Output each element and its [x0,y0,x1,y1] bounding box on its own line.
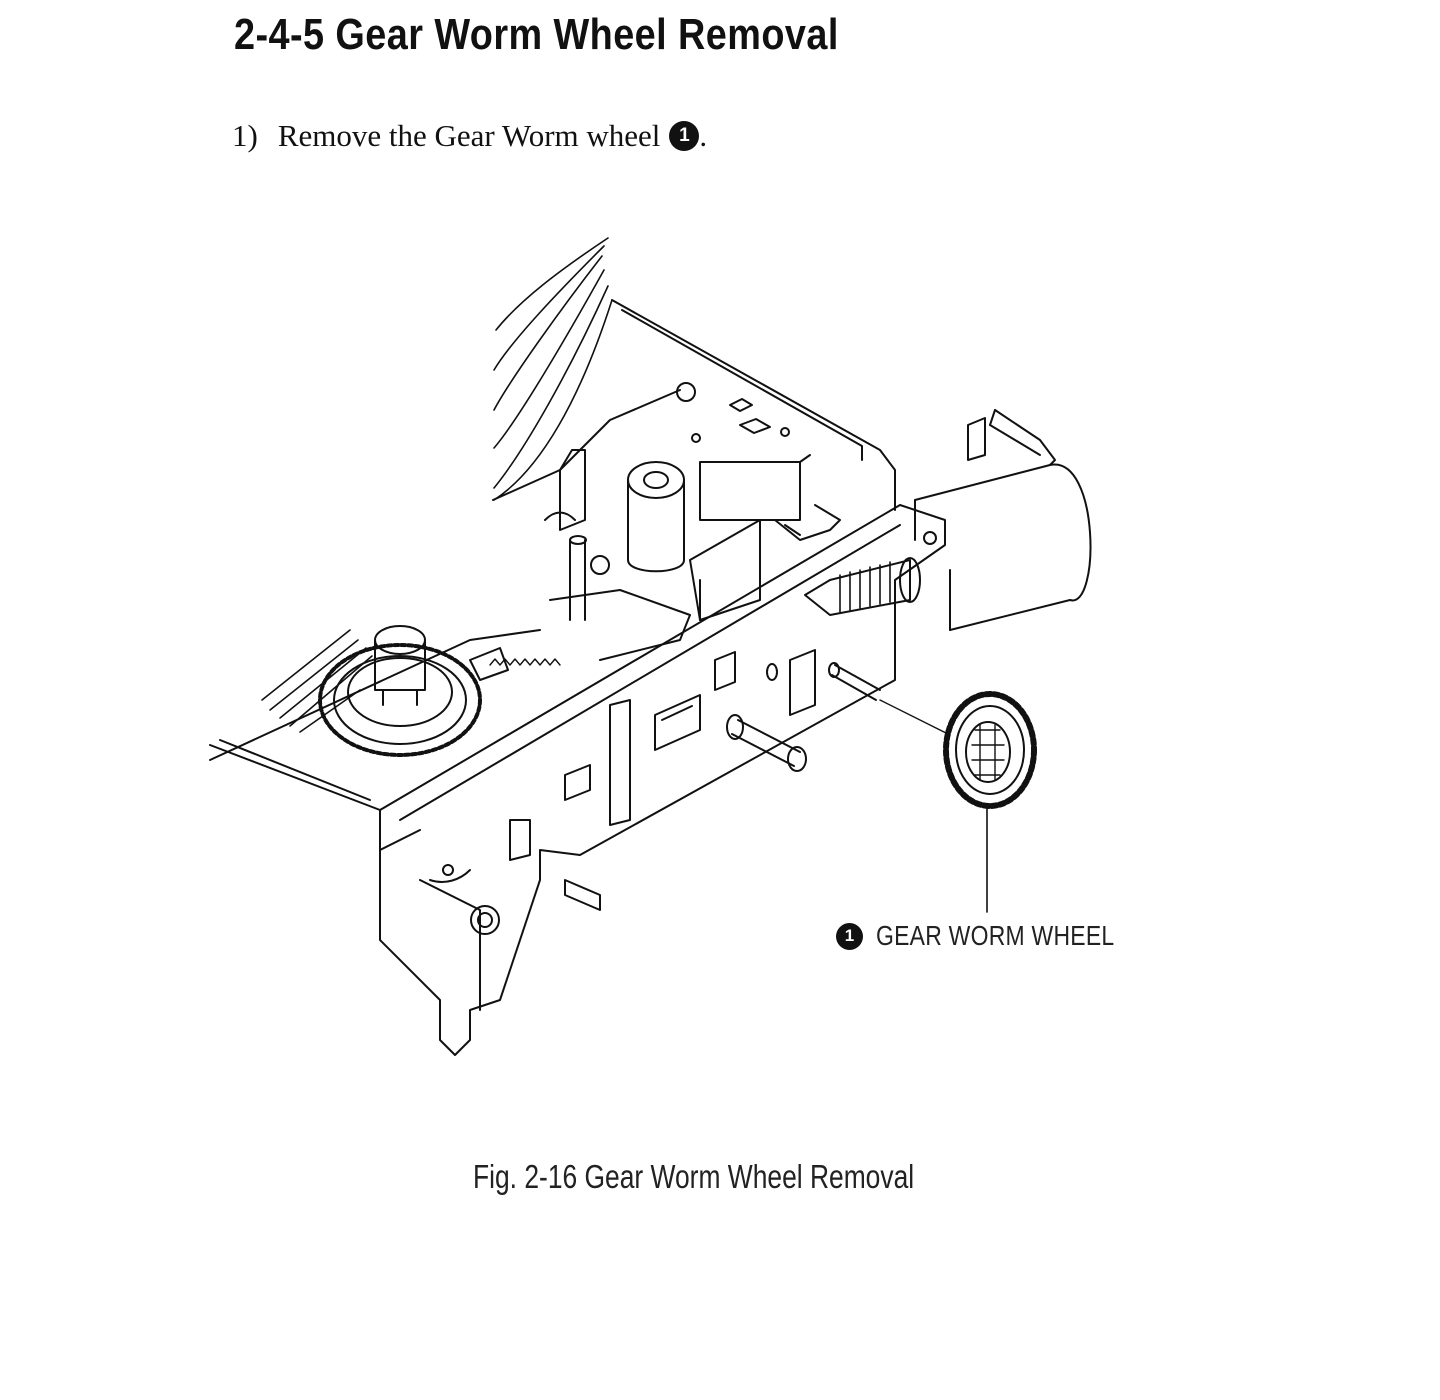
section-title: 2-4-5 Gear Worm Wheel Removal [234,10,839,59]
capstan [627,461,685,573]
shafts [726,662,881,772]
reel-gear [318,625,482,757]
posts [544,449,761,661]
worm-screw [804,557,921,616]
chassis-deck [209,299,896,851]
part-marker: 1 [669,121,700,151]
racks [261,629,373,733]
part-label: GEAR WORM WHEEL [876,920,1115,951]
step-text: Remove the Gear Worm wheel [277,118,661,153]
part-marker: 1 [836,922,863,950]
figure-caption: Fig. 2-16 Gear Worm Wheel Removal [473,1158,915,1195]
gear-worm-wheel [943,691,1037,809]
part-callout: 1 GEAR WORM WHEEL [836,920,1167,952]
leader-line [879,699,951,736]
step-period: . [699,118,708,153]
tape-curves [493,237,613,501]
side-plate [379,504,946,1056]
spring [489,658,561,666]
motor [914,409,1092,631]
bracket [699,454,841,541]
mechanism-illustration [209,237,1092,1056]
step-1: 1) Remove the Gear Worm wheel 1 . [232,118,707,154]
step-number: 1) [232,118,258,153]
